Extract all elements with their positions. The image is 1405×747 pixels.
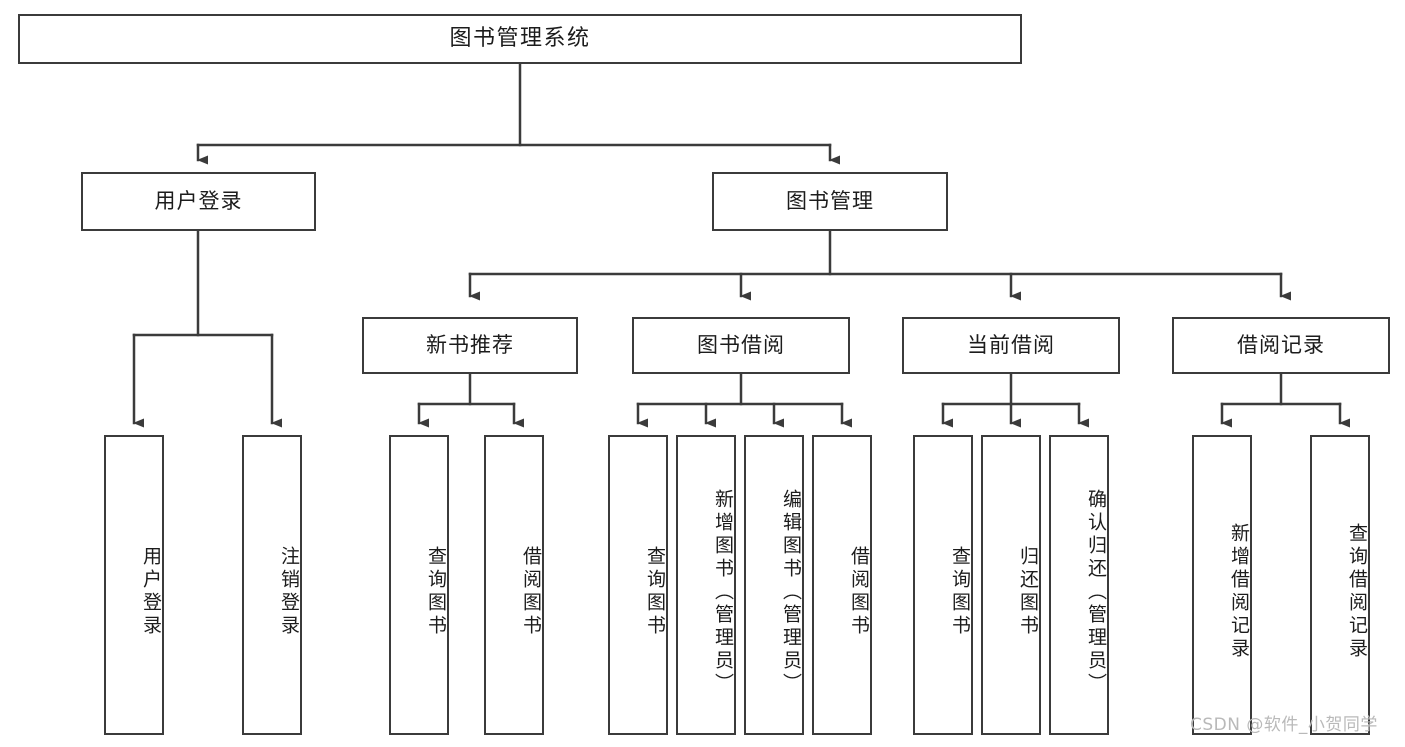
node-book-borrow[interactable]: 图书借阅 — [632, 317, 850, 374]
node-current-borrow[interactable]: 当前借阅 — [902, 317, 1120, 374]
leaf-query-borrow-record[interactable]: 查询借阅记录 — [1310, 435, 1370, 735]
leaf-user-logout[interactable]: 注销登录 — [242, 435, 302, 735]
leaf-user-login[interactable]: 用户登录 — [104, 435, 164, 735]
leaf-add-borrow-record[interactable]: 新增借阅记录 — [1192, 435, 1252, 735]
leaf-borrow-book[interactable]: 借阅图书 — [812, 435, 872, 735]
node-new-book-recommend[interactable]: 新书推荐 — [362, 317, 578, 374]
leaf-query-book-borrow[interactable]: 查询图书 — [608, 435, 668, 735]
leaf-confirm-return-admin[interactable]: 确认归还（管理员） — [1049, 435, 1109, 735]
node-root-book-management-system[interactable]: 图书管理系统 — [18, 14, 1022, 64]
leaf-query-book-current[interactable]: 查询图书 — [913, 435, 973, 735]
leaf-borrow-book-new-recommend[interactable]: 借阅图书 — [484, 435, 544, 735]
node-book-management[interactable]: 图书管理 — [712, 172, 948, 231]
node-user-login[interactable]: 用户登录 — [81, 172, 316, 231]
leaf-add-book-admin[interactable]: 新增图书（管理员） — [676, 435, 736, 735]
csdn-watermark: CSDN @软件_小贺同学 — [1190, 715, 1378, 735]
leaf-return-book[interactable]: 归还图书 — [981, 435, 1041, 735]
node-borrow-record[interactable]: 借阅记录 — [1172, 317, 1390, 374]
leaf-edit-book-admin[interactable]: 编辑图书（管理员） — [744, 435, 804, 735]
leaf-query-book-new-recommend[interactable]: 查询图书 — [389, 435, 449, 735]
